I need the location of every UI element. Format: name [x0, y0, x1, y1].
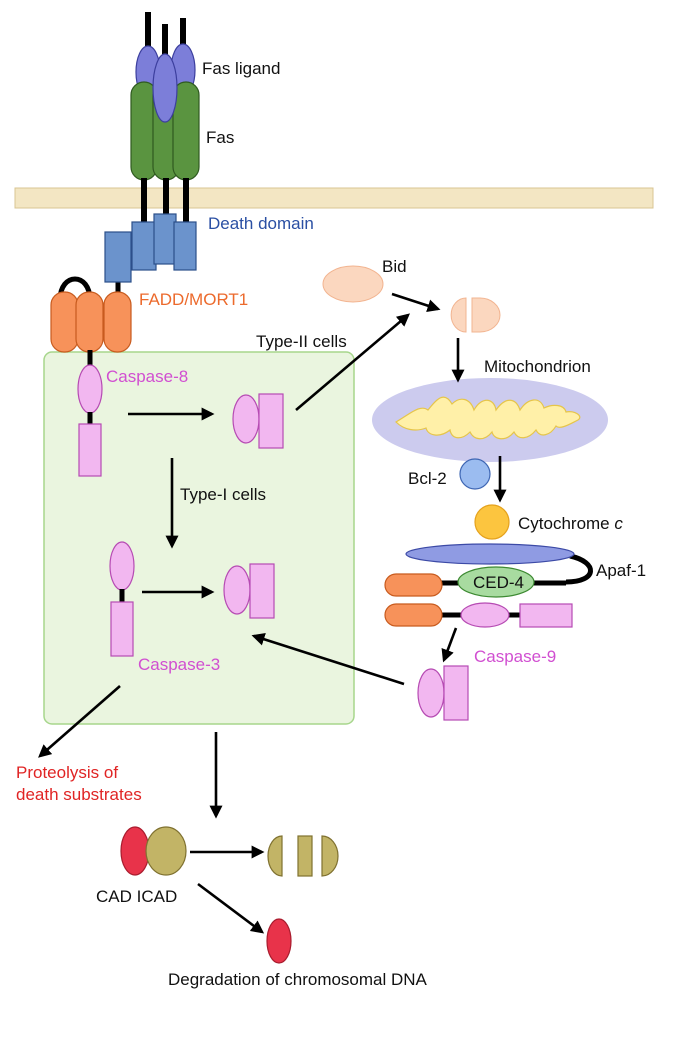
bid-shape [322, 265, 501, 333]
label-cad-icad: CAD ICAD [96, 887, 177, 906]
mitochondrion-shape [372, 378, 608, 462]
label-apaf1: Apaf-1 [596, 561, 646, 580]
label-type-ii: Type-II cells [256, 332, 347, 351]
caspase-8-precursor [77, 364, 103, 477]
label-fas-ligand: Fas ligand [202, 59, 280, 78]
label-cytochrome-c: Cytochrome c [518, 514, 623, 533]
cytochrome-c-shape [474, 504, 510, 540]
fadd-shape [50, 276, 132, 366]
label-degradation: Degradation of chromosomal DNA [168, 970, 428, 989]
caspase-8-active [232, 393, 284, 449]
label-caspase-3: Caspase-3 [138, 655, 220, 674]
caspase-3-active [223, 563, 275, 619]
bcl2-shape [459, 458, 491, 490]
label-bid: Bid [382, 257, 407, 276]
caspase-9-active [417, 665, 469, 721]
cell-membrane [14, 187, 654, 209]
label-mitochondrion: Mitochondrion [484, 357, 591, 376]
label-proteolysis-line2: death substrates [16, 785, 142, 804]
arrow-icon [38, 292, 507, 934]
label-type-i: Type-I cells [180, 485, 266, 504]
fas-receptor-shape [130, 53, 200, 232]
label-death-domain: Death domain [208, 214, 314, 233]
cad-icad-shape [120, 826, 339, 964]
label-fadd: FADD/MORT1 [139, 290, 248, 309]
label-caspase-8: Caspase-8 [106, 367, 188, 386]
death-domain-shape [104, 213, 197, 292]
label-ced4: CED-4 [473, 573, 524, 592]
apoptosome-shape [384, 543, 593, 628]
caspase-3-precursor [109, 541, 135, 657]
label-proteolysis-line1: Proteolysis of [16, 763, 118, 782]
label-caspase-9: Caspase-9 [474, 647, 556, 666]
label-bcl2: Bcl-2 [408, 469, 447, 488]
label-fas: Fas [206, 128, 234, 147]
